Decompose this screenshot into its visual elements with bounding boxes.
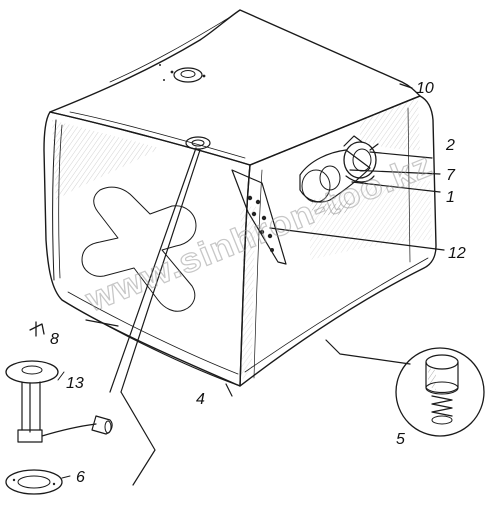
callout-2: 2 bbox=[445, 137, 455, 154]
callout-12: 12 bbox=[448, 245, 466, 262]
front-cross-emboss bbox=[81, 186, 197, 312]
fuel-level-sender-flange bbox=[185, 136, 211, 150]
callout-10: 10 bbox=[416, 80, 434, 97]
callout-7: 7 bbox=[446, 167, 456, 184]
perforated-plate bbox=[231, 169, 287, 265]
callout-labels: 10 2 7 1 12 8 13 4 5 6 bbox=[50, 80, 466, 486]
leader-lines bbox=[85, 83, 445, 486]
screw bbox=[29, 321, 45, 337]
front-shading bbox=[52, 120, 160, 200]
callout-8: 8 bbox=[50, 331, 59, 348]
drain-valve-detail bbox=[395, 347, 485, 437]
tank-front-face bbox=[43, 111, 251, 387]
callout-13: 13 bbox=[66, 375, 84, 392]
fuel-level-sender bbox=[5, 360, 113, 443]
gasket bbox=[5, 469, 71, 495]
callout-4: 4 bbox=[196, 391, 205, 408]
callout-6: 6 bbox=[76, 469, 85, 486]
tank-body bbox=[43, 9, 437, 387]
callout-1: 1 bbox=[446, 189, 455, 206]
filler-neck bbox=[299, 149, 371, 216]
callout-5: 5 bbox=[396, 431, 405, 448]
top-sender-flange bbox=[159, 64, 206, 83]
